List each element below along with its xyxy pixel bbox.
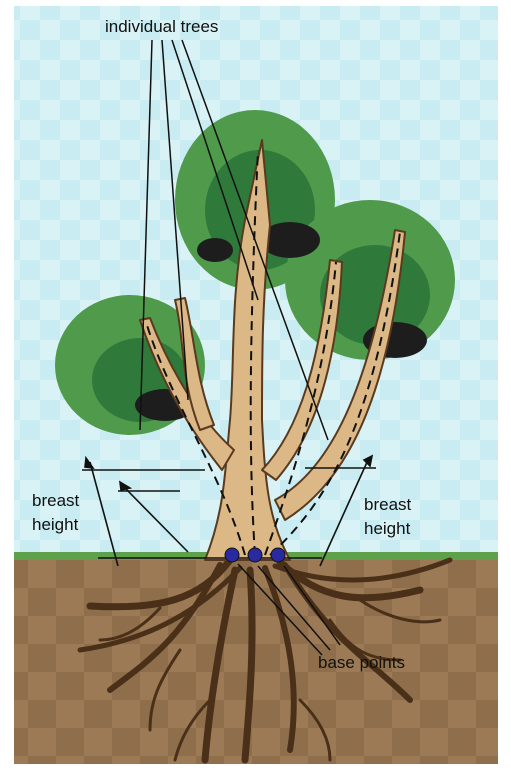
label-individual-trees: individual trees — [105, 17, 218, 36]
label-breast-left-1: breast — [32, 491, 80, 510]
label-breast-left-2: height — [32, 515, 79, 534]
soil-background — [14, 558, 498, 764]
label-breast-right-1: breast — [364, 495, 412, 514]
base-point-marker — [271, 548, 285, 562]
base-points — [225, 548, 285, 562]
label-base-points: base points — [318, 653, 405, 672]
label-breast-right-2: height — [364, 519, 411, 538]
base-point-marker — [225, 548, 239, 562]
base-point-marker — [248, 548, 262, 562]
